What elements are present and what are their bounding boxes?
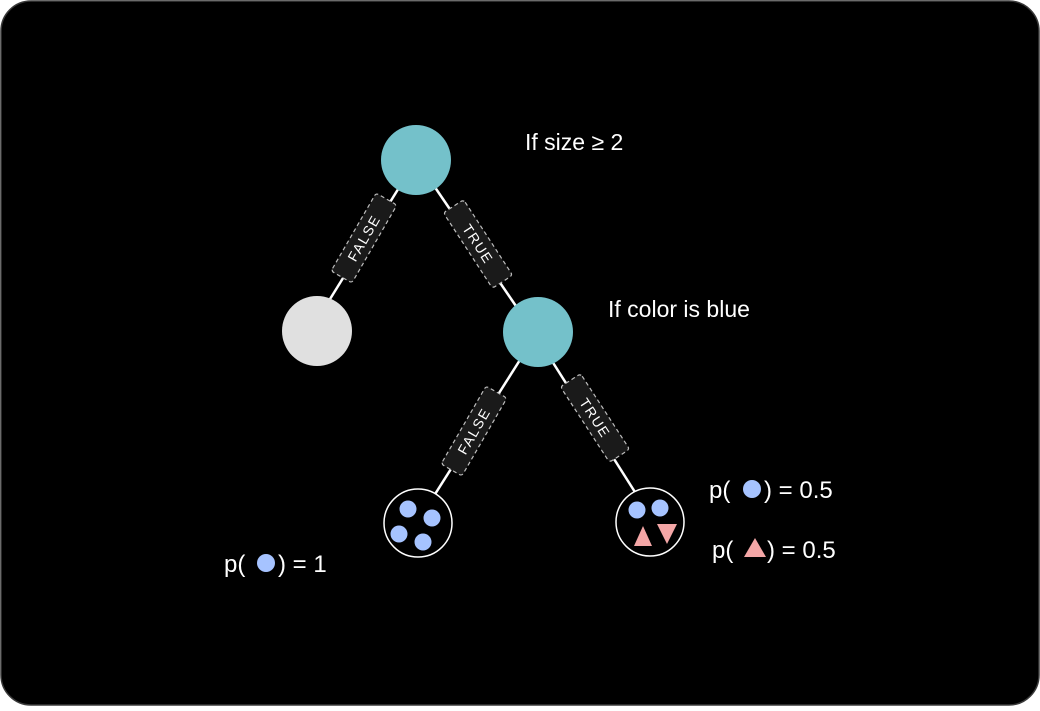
leaf-left-blue-dot: [414, 533, 432, 551]
edge-label-child-false: FALSE: [441, 386, 507, 476]
root-false-leaf-node: [282, 296, 352, 366]
leaf-left-blue-dot: [423, 509, 441, 527]
root-node: [381, 125, 451, 195]
leaf-left-prob-suffix: ) = 1: [278, 551, 327, 578]
child-condition-label: If color is blue: [608, 296, 750, 322]
leaf-right-blue-dot: [628, 501, 646, 519]
leaf-left-prob-circle-symbol: [257, 554, 275, 572]
child-node: [503, 297, 573, 367]
leaf-right-prob-circle-symbol: [743, 480, 761, 498]
leaf-right-prob-triangle-symbol: [744, 538, 766, 557]
leaf-right-pink-triangle: [657, 524, 677, 544]
leaf-left-blue-dot: [399, 500, 417, 518]
leaf-right-prob-circle-prefix: p(: [709, 477, 730, 504]
leaf-left-prob-prefix: p(: [224, 551, 245, 578]
leaf-right-prob-triangle-suffix: ) = 0.5: [767, 537, 836, 564]
leaf-left-blue-dot: [390, 525, 408, 543]
leaf-right-prob-triangle-prefix: p(: [712, 537, 733, 564]
leaf-right-prob-circle-suffix: ) = 0.5: [764, 477, 833, 504]
root-condition-label: If size ≥ 2: [525, 129, 623, 155]
leaf-right-blue-dot: [651, 499, 669, 517]
leaf-right-pink-triangle: [634, 526, 652, 546]
